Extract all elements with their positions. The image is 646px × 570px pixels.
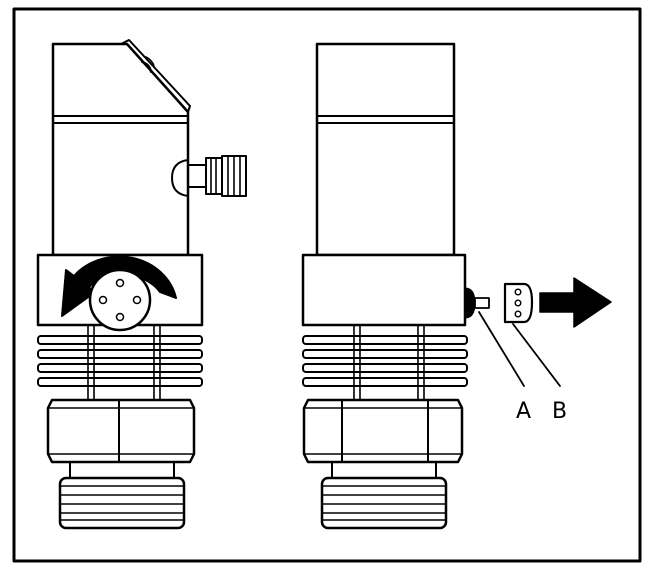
right-cooling-fins [302, 324, 468, 401]
right-thread-fitting [320, 461, 448, 530]
label-a: A [516, 399, 531, 424]
left-hex-nut [46, 398, 196, 464]
pull-out-arrow-icon [539, 277, 612, 328]
left-device [36, 39, 247, 530]
leader-line-b [512, 323, 561, 387]
label-b: B [552, 399, 567, 424]
left-cooling-fins [37, 324, 203, 401]
left-housing [51, 42, 190, 257]
right-connector-collar [301, 253, 467, 327]
left-thread-fitting [58, 461, 186, 530]
diagram-frame [12, 7, 642, 563]
plug-socket [464, 287, 490, 319]
dust-cap [503, 282, 534, 324]
leader-line-a [478, 311, 525, 387]
right-device: A B [301, 42, 612, 530]
left-housing-cap [120, 39, 191, 113]
left-cable-gland [171, 155, 247, 197]
left-housing-bump-2 [145, 56, 155, 67]
right-housing [315, 42, 456, 257]
left-connector-face [88, 268, 152, 332]
left-housing-bump [141, 61, 152, 73]
right-hex-nut [302, 398, 464, 464]
